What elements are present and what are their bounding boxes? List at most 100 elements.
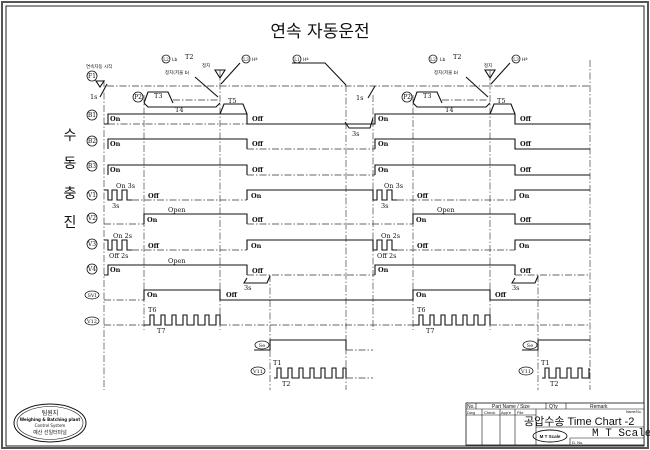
svg-text:3s: 3s [512, 284, 519, 292]
svg-text:Open: Open [437, 206, 455, 214]
svg-text:On 3s: On 3s [116, 182, 135, 190]
svg-text:Off: Off [226, 291, 238, 299]
svg-text:수: 수 [64, 128, 77, 144]
svg-text:3s: 3s [112, 202, 119, 210]
svg-text:정지(저울 b): 정지(저울 b) [165, 69, 190, 76]
svg-text:정지: 정지 [484, 62, 492, 69]
svg-text:3s: 3s [381, 202, 388, 210]
svg-text:P2: P2 [403, 94, 411, 101]
svg-text:V3: V3 [87, 241, 96, 248]
svg-text:On: On [378, 140, 389, 148]
svg-text:D. No.: D. No. [572, 440, 583, 445]
svg-text:L3: L3 [513, 57, 519, 63]
svg-text:On 3s: On 3s [384, 182, 403, 190]
svg-text:Off: Off [252, 115, 264, 123]
svg-text:T5: T5 [228, 97, 236, 105]
svg-text:Off: Off [252, 166, 264, 174]
svg-text:T6: T6 [148, 306, 156, 314]
svg-text:Off: Off [252, 140, 264, 148]
svg-text:정지(저울 b): 정지(저울 b) [434, 69, 459, 76]
svg-text:L2: L2 [430, 57, 436, 63]
top-annotations: 연속자동 시작 1s L2 Lb T2 정지 정지(저울 b) L3 Hª L1… [86, 53, 590, 138]
svg-text:충: 충 [64, 186, 77, 202]
svg-text:T7: T7 [426, 327, 434, 335]
signal-labels: F1 P2 P2 B1 B2 B3 V1 V2 V3 V4 SVI V12 Se… [84, 70, 538, 376]
svg-text:진: 진 [64, 215, 77, 231]
svg-text:Off: Off [520, 166, 532, 174]
svg-text:Hª: Hª [252, 57, 258, 63]
svg-text:On: On [147, 216, 158, 224]
svg-text:No.: No. [467, 404, 475, 410]
svg-text:T3: T3 [423, 92, 431, 100]
svg-text:Control System: Control System [35, 423, 66, 428]
svg-text:T4: T4 [445, 106, 453, 114]
svg-text:M T Scale: M T Scale [592, 428, 650, 440]
svg-text:L1: L1 [294, 57, 300, 63]
svg-text:공압수송 Time Chart -2: 공압수송 Time Chart -2 [524, 415, 634, 428]
svg-text:1s: 1s [90, 93, 97, 101]
svg-text:Off 2s: Off 2s [377, 252, 396, 260]
svg-text:Open: Open [168, 206, 186, 214]
svg-text:SVI: SVI [87, 293, 96, 299]
svg-text:On: On [416, 216, 427, 224]
svg-text:T7: T7 [157, 327, 165, 335]
svg-text:V11: V11 [520, 369, 531, 375]
svg-text:T4: T4 [175, 106, 183, 114]
svg-text:예산 선일터미널: 예산 선일터미널 [33, 429, 67, 436]
svg-text:On: On [110, 115, 121, 123]
svg-text:T2: T2 [185, 53, 193, 61]
svg-text:V12: V12 [86, 319, 97, 325]
svg-text:Name/No.: Name/No. [626, 410, 642, 414]
svg-text:Lb: Lb [440, 57, 446, 63]
waveform-b: On Off On Off On Off On Off On Off On Of… [104, 113, 590, 176]
waveform-sv: On Off On Off T6 T7 T6 T7 [104, 289, 590, 335]
svg-text:On: On [110, 166, 121, 174]
svg-text:T3: T3 [154, 92, 162, 100]
svg-text:On: On [378, 115, 389, 123]
svg-text:V2: V2 [87, 215, 96, 222]
svg-text:V1: V1 [87, 192, 96, 199]
svg-text:3s: 3s [352, 130, 359, 138]
svg-text:1s: 1s [356, 94, 363, 102]
svg-text:T5: T5 [497, 97, 505, 105]
svg-text:On: On [519, 242, 530, 250]
svg-text:Off: Off [417, 242, 429, 250]
svg-text:Off: Off [520, 115, 532, 123]
company-logo: 팀원지 Weighing & Batching plant Control Sy… [13, 403, 87, 443]
svg-text:B1: B1 [88, 112, 96, 119]
svg-text:Off: Off [520, 267, 532, 275]
svg-text:Off: Off [148, 242, 160, 250]
inner-frame [5, 5, 645, 447]
svg-text:Hª: Hª [522, 57, 528, 63]
svg-text:On: On [378, 166, 389, 174]
svg-text:V11: V11 [252, 369, 263, 375]
svg-text:Off: Off [148, 192, 160, 200]
p2-timing: T3 T4 T5 T3 T4 T5 [143, 91, 516, 115]
svg-text:L3: L3 [243, 57, 249, 63]
svg-text:On 2s: On 2s [113, 232, 132, 240]
chart-title: 연속 자동운전 [270, 22, 369, 42]
svg-text:3s: 3s [244, 284, 251, 292]
svg-text:T6: T6 [417, 306, 425, 314]
waveform-v: On 3s 3s Off On On 3s 3s Off On Open On … [104, 182, 590, 292]
svg-text:동: 동 [64, 156, 77, 172]
svg-text:B2: B2 [88, 138, 96, 145]
waveform-se: T1 T2 T1 T2 [254, 339, 590, 388]
side-label: 수 동 충 진 [64, 128, 77, 231]
svg-text:Off: Off [495, 291, 507, 299]
svg-text:Off: Off [520, 140, 532, 148]
svg-text:Open: Open [168, 257, 186, 265]
svg-text:T1: T1 [541, 359, 549, 367]
title-block: No. Part Name / Size Q'ty Remark Dwg Che… [465, 402, 650, 446]
svg-text:T2: T2 [282, 380, 290, 388]
svg-text:Part Name / Size: Part Name / Size [492, 404, 530, 410]
svg-text:T2: T2 [453, 53, 461, 61]
svg-text:On: On [378, 266, 389, 274]
svg-text:T1: T1 [273, 359, 281, 367]
svg-text:Se: Se [527, 343, 533, 349]
svg-text:On: On [110, 266, 121, 274]
svg-text:File: File [517, 410, 524, 415]
svg-text:Weighing & Batching plant: Weighing & Batching plant [20, 417, 81, 422]
svg-text:Off: Off [252, 267, 264, 275]
svg-text:On: On [519, 192, 530, 200]
